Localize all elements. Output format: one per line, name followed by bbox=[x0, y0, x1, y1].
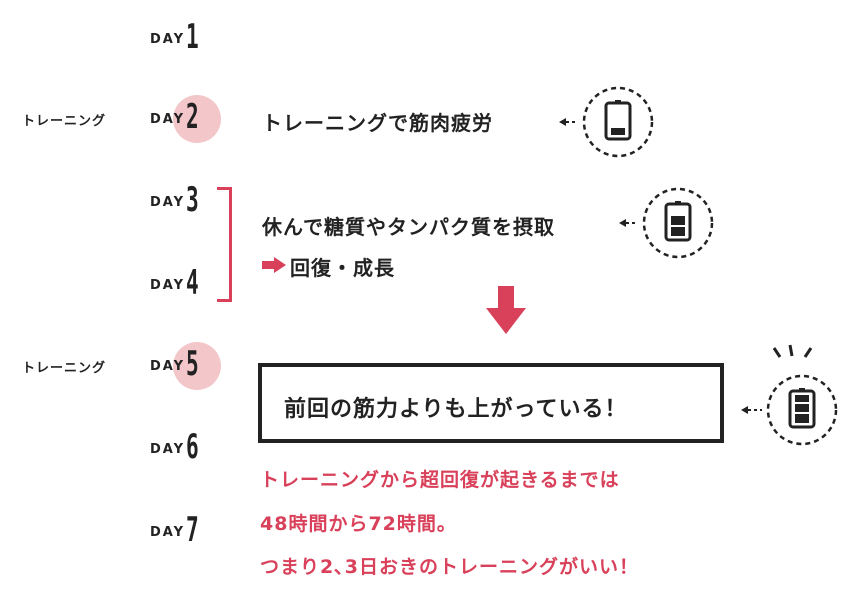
battery-icon bbox=[741, 344, 838, 446]
fatigue-note: トレーニングで筋肉疲労 bbox=[262, 111, 493, 135]
arrow-down-icon bbox=[486, 286, 526, 334]
footer-line2: 48時間から72時間。 bbox=[260, 513, 457, 535]
footer-line3: つまり2､3日おきのトレーニングがいい！ bbox=[260, 556, 639, 578]
rest-note-line2: 回復・成長 bbox=[290, 256, 395, 280]
day-word: DAY bbox=[150, 32, 186, 47]
day-word: DAY bbox=[150, 442, 186, 457]
battery-medium bbox=[616, 185, 716, 261]
result-box: 前回の筋力よりも上がっている！ bbox=[258, 363, 724, 443]
day-number: 3 bbox=[186, 180, 199, 220]
day-word: DAY bbox=[150, 278, 186, 293]
battery-icon bbox=[559, 86, 654, 158]
day-word: DAY bbox=[150, 359, 186, 374]
day-number: 2 bbox=[186, 97, 199, 137]
arrow-right-icon bbox=[262, 257, 286, 273]
day-word: DAY bbox=[150, 112, 186, 127]
day-number: 4 bbox=[186, 263, 199, 303]
result-note: 前回の筋力よりも上がっている！ bbox=[284, 397, 628, 422]
footer-line1: トレーニングから超回復が起きるまでは bbox=[260, 469, 620, 491]
battery-low bbox=[556, 84, 656, 160]
day-number: 1 bbox=[186, 17, 199, 57]
rest-note-line1: 休んで糖質やタンパク質を摂取 bbox=[262, 215, 555, 239]
day-number: 7 bbox=[186, 510, 199, 550]
day-number: 5 bbox=[186, 344, 199, 384]
training-label-day2: トレーニング bbox=[22, 114, 107, 129]
battery-icon bbox=[619, 187, 714, 259]
battery-full bbox=[738, 342, 842, 448]
day-word: DAY bbox=[150, 195, 186, 210]
rest-period-bracket bbox=[217, 187, 232, 302]
training-day-highlight bbox=[173, 342, 221, 390]
training-day-highlight bbox=[173, 95, 221, 143]
day-word: DAY bbox=[150, 525, 186, 540]
day-number: 6 bbox=[186, 427, 199, 467]
training-label-day5: トレーニング bbox=[22, 361, 107, 376]
